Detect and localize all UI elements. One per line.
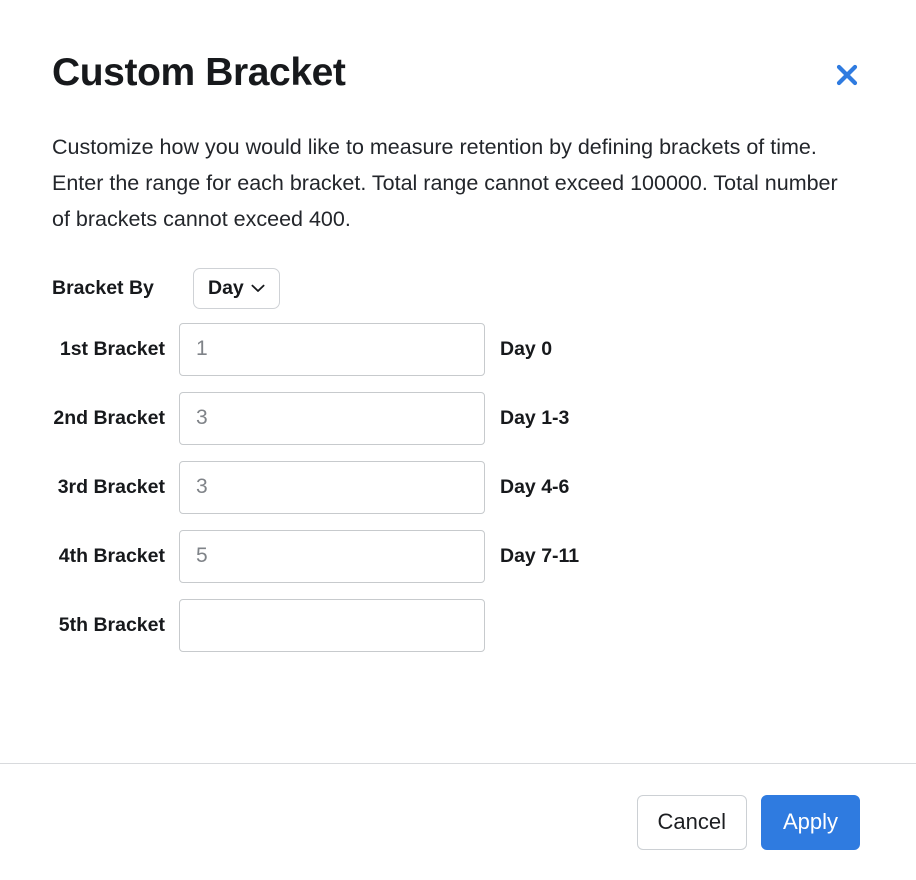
bracket-by-select[interactable]: Day: [193, 268, 280, 310]
bracket-row-2: 2nd Bracket Day 1-3: [52, 384, 864, 453]
dialog-body: Customize how you would like to measure …: [0, 95, 916, 763]
bracket-input-5[interactable]: [179, 598, 485, 652]
bracket-row-4: 4th Bracket Day 7-11: [52, 522, 864, 591]
bracket-label-3: 3rd Bracket: [57, 475, 165, 498]
cancel-button[interactable]: Cancel: [636, 794, 747, 850]
bracket-label-2: 2nd Bracket: [53, 406, 165, 429]
bracket-input-2[interactable]: [179, 391, 485, 445]
close-button[interactable]: [834, 62, 860, 88]
bracket-label-1: 1st Bracket: [59, 337, 165, 360]
bracket-row-1: 1st Bracket Day 0: [52, 315, 864, 384]
footer-divider: [0, 763, 916, 764]
page-title: Custom Bracket: [52, 51, 346, 94]
bracket-by-selected-value: Day: [208, 277, 244, 300]
bracket-row-3: 3rd Bracket Day 4-6: [52, 453, 864, 522]
bracket-form: Bracket By Day 1st Bracket Day 0 2nd Bra…: [52, 263, 864, 660]
chevron-down-icon: [251, 284, 265, 293]
bracket-range-4: Day 7-11: [500, 544, 580, 567]
dialog-footer: Cancel Apply: [0, 764, 916, 880]
bracket-by-label: Bracket By: [52, 277, 154, 300]
bracket-input-4[interactable]: [179, 529, 485, 583]
apply-button[interactable]: Apply: [761, 794, 860, 850]
bracket-row-5: 5th Bracket: [52, 591, 864, 660]
bracket-label-4: 4th Bracket: [58, 544, 165, 567]
bracket-range-3: Day 4-6: [500, 475, 570, 498]
bracket-by-row: Bracket By Day: [52, 263, 864, 315]
dialog-header: Custom Bracket: [0, 0, 916, 95]
bracket-label-5: 5th Bracket: [58, 613, 165, 636]
bracket-range-2: Day 1-3: [500, 406, 570, 429]
bracket-input-1[interactable]: [179, 322, 485, 376]
dialog-description: Customize how you would like to measure …: [52, 134, 838, 231]
close-icon: [834, 62, 860, 88]
bracket-range-1: Day 0: [500, 337, 553, 360]
bracket-input-3[interactable]: [179, 460, 485, 514]
